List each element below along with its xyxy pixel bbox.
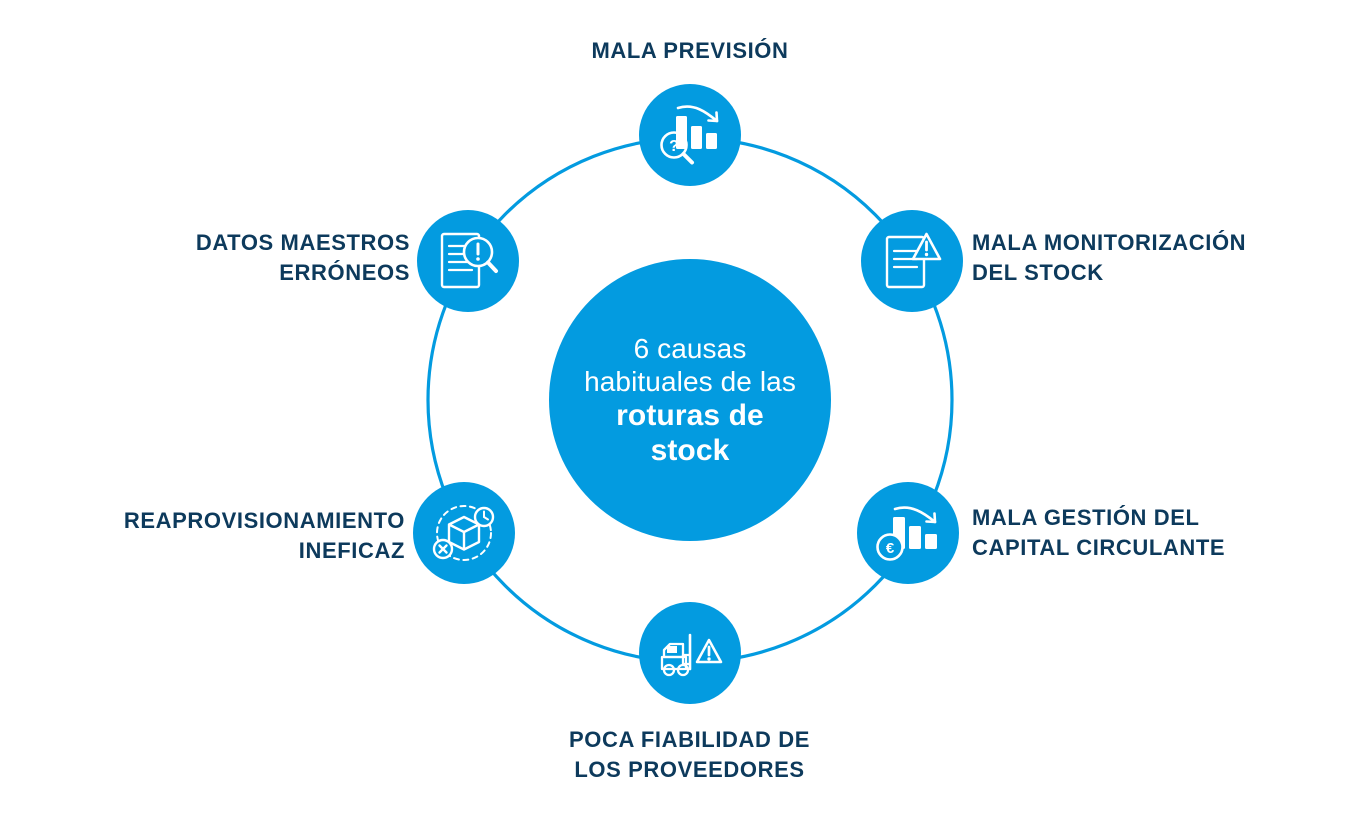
box-cycle-clock-cross-icon bbox=[432, 505, 495, 561]
svg-text:€: € bbox=[886, 540, 895, 557]
node-reaprovisionamiento-ineficaz[interactable] bbox=[413, 482, 515, 584]
document-warning-triangle-icon bbox=[885, 232, 942, 289]
node-datos-maestros-erroneos[interactable] bbox=[417, 210, 519, 312]
bar-chart-decline-euro-coin-icon: € bbox=[876, 506, 937, 561]
bar-chart-decline-magnifier-question-icon: ? bbox=[660, 105, 719, 165]
center-line-4: stock bbox=[650, 434, 730, 468]
label-reaprovisionamiento-ineficaz: REAPROVISIONAMIENTO INEFICAZ bbox=[123, 508, 405, 563]
label-mala-monitorizacion-del-stock: MALA MONITORIZACIÓN DEL STOCK bbox=[972, 230, 1247, 285]
center-line-2: habituales de las bbox=[584, 365, 796, 397]
node-mala-prevision[interactable]: ? bbox=[639, 84, 741, 186]
node-mala-gestion-del-capital-circulante[interactable]: € bbox=[857, 482, 959, 584]
forklift-warning-triangle-icon bbox=[660, 633, 723, 677]
label-mala-gestion-del-capital-circulante: MALA GESTIÓN DEL CAPITAL CIRCULANTE bbox=[972, 505, 1226, 560]
document-magnifier-exclamation-icon bbox=[440, 232, 498, 289]
label-poca-fiabilidad-de-los-proveedores: POCA FIABILIDAD DE LOS PROVEEDORES bbox=[569, 727, 810, 782]
node-poca-fiabilidad-de-los-proveedores[interactable] bbox=[639, 602, 741, 704]
center-hub: 6 causas habituales de las roturas de st… bbox=[549, 259, 831, 541]
center-line-3: roturas de bbox=[616, 398, 764, 432]
center-line-1: 6 causas bbox=[633, 332, 747, 364]
label-datos-maestros-erroneos: DATOS MAESTROS ERRÓNEOS bbox=[195, 230, 410, 285]
svg-text:?: ? bbox=[669, 138, 679, 155]
label-mala-prevision: MALA PREVISIÓN bbox=[591, 38, 789, 63]
node-mala-monitorizacion-del-stock[interactable] bbox=[861, 210, 963, 312]
